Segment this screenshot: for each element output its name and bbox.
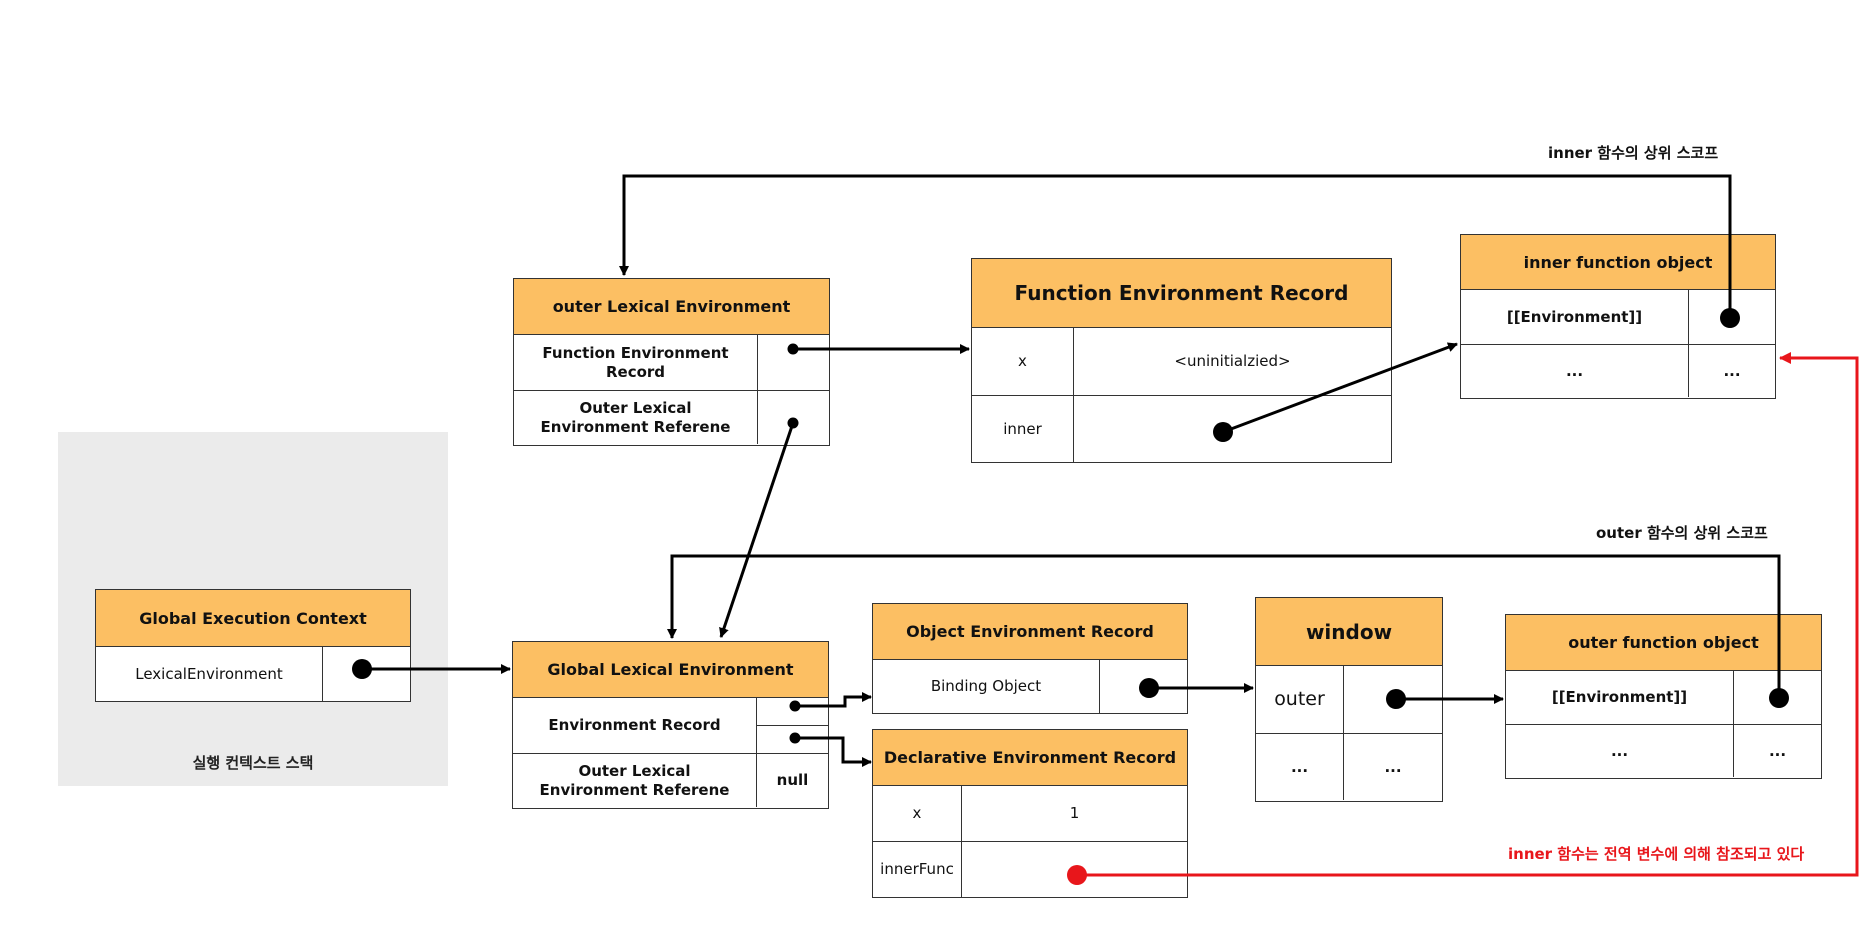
inner-fn-environment-label: [[Environment]] [1461,290,1689,344]
global-execution-context-title: Global Execution Context [96,590,410,647]
inner-scope-annotation: inner 함수의 상위 스코프 [1548,144,1719,162]
global-lexical-environment: Global Lexical Environment Environment R… [512,641,829,809]
declarative-env-record-title: Declarative Environment Record [873,730,1187,786]
inner-fn-rest-name: ... [1461,345,1689,397]
outer-scope-arrow [667,554,1789,708]
environment-record-pointers [757,698,828,753]
window-outer-arrow [1386,689,1504,709]
outer-function-object-title: outer function object [1506,615,1821,671]
function-env-record-arrow [787,343,970,355]
outer-env-reference-arrow [719,417,799,638]
window-outer-name: outer [1256,666,1344,733]
outer-fn-environment-label: [[Environment]] [1506,671,1734,724]
lexical-environment-label: LexicalEnvironment [96,647,323,701]
binding-object-label: Binding Object [873,660,1100,713]
function-env-row-inner-name: inner [972,396,1074,462]
outer-lexical-environment-title: outer Lexical Environment [514,279,829,335]
environment-record-label: Environment Record [513,698,757,753]
outer-fn-rest-name: ... [1506,725,1734,777]
global-reference-annotation: inner 함수는 전역 변수에 의해 참조되고 있다 [1508,845,1805,863]
function-env-record-title: Function Environment Record [972,259,1391,328]
global-outer-ref-label: Outer Lexical Environment Referene [513,754,757,807]
function-env-record-label: Function Environment Record [514,335,758,390]
object-record-arrow [789,692,872,712]
object-environment-record: Object Environment Record Binding Object [872,603,1188,714]
window-title: window [1256,598,1442,666]
declarative-row-x-value: 1 [1069,804,1080,823]
function-env-row-x-name: x [972,328,1074,395]
function-environment-record: Function Environment Record x <uninitial… [971,258,1392,463]
outer-fn-rest-value: ... [1768,741,1787,760]
binding-object-arrow [1139,678,1254,698]
outer-outer-ref-label: Outer Lexical Environment Referene [514,391,758,444]
stack-label: 실행 컨텍스트 스택 [192,754,314,772]
inner-function-object-title: inner function object [1461,235,1775,290]
inner-scope-arrow [619,174,1740,328]
global-execution-context: Global Execution Context LexicalEnvironm… [95,589,411,702]
window-rest-name: ... [1256,734,1344,800]
window-rest-value: ... [1384,757,1402,776]
inner-binding-arrow [1213,342,1458,442]
declarative-row-innerfunc-name: innerFunc [873,842,962,897]
inner-fn-rest-value: ... [1723,361,1741,380]
declarative-record-arrow [789,732,872,767]
lexical-env-arrow [352,659,511,679]
declarative-environment-record: Declarative Environment Record x 1 inner… [872,729,1188,898]
outer-scope-annotation: outer 함수의 상위 스코프 [1596,524,1768,542]
function-env-row-x-value: <uninitialzied> [1174,352,1291,371]
object-env-record-title: Object Environment Record [873,604,1187,660]
global-lexical-environment-title: Global Lexical Environment [513,642,828,698]
declarative-row-x-name: x [873,786,962,841]
global-outer-ref-value: null [776,771,809,790]
inner-func-reference-arrow [1067,352,1859,885]
outer-lexical-environment: outer Lexical Environment Function Envir… [513,278,830,446]
